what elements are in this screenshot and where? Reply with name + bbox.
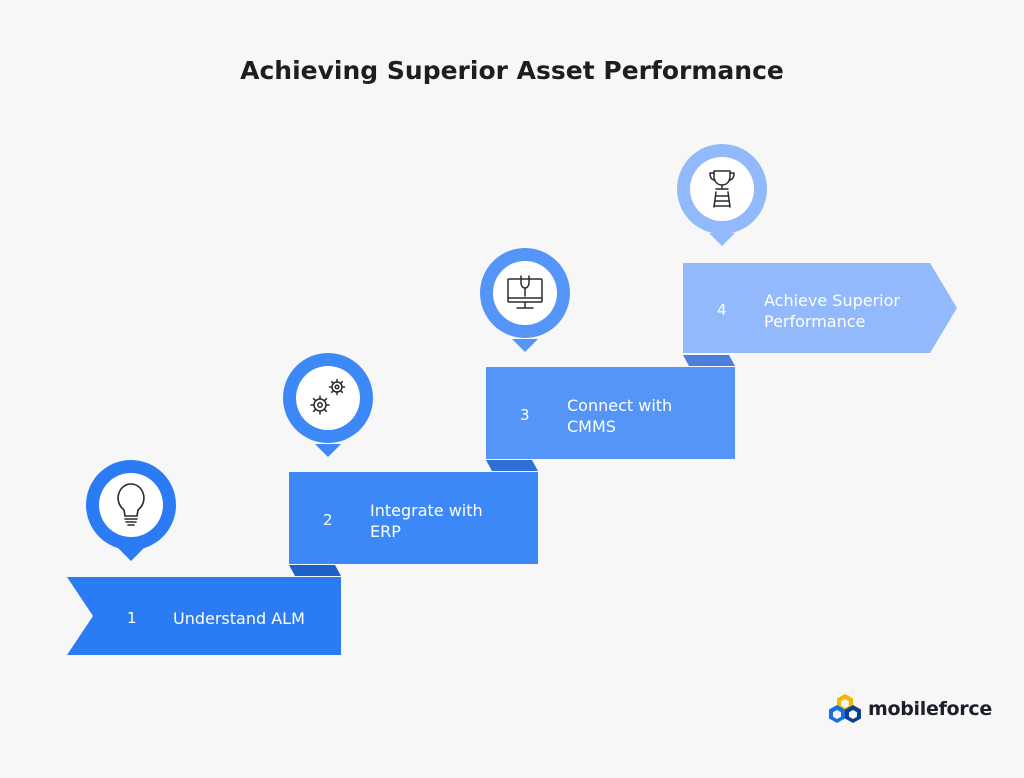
step-4-banner [683,263,957,353]
step-4-number: 4 [717,301,727,319]
step-3-banner [486,367,735,459]
monitor-wrench-icon [507,275,543,309]
step-4-pin [677,144,767,246]
step-3-label: Connect with CMMS [567,396,673,436]
step-3-number: 3 [520,406,530,424]
step-connector-3-4 [683,355,735,366]
step-3-pin [480,248,570,352]
page-title: Achieving Superior Asset Performance [240,56,784,85]
step-connector-2-3 [486,460,538,471]
step-2-number: 2 [323,511,333,529]
step-connector-1-2 [289,565,341,576]
mobileforce-logo-icon [829,694,861,723]
gears-icon [310,378,346,415]
step-4-label: Achieve Superior Performance [764,291,900,331]
brand-logo: mobileforce [828,692,992,726]
step-2-banner [289,472,538,564]
step-1-banner [67,577,341,655]
brand-name: mobileforce [868,698,992,720]
step-2-pin [283,353,373,457]
step-2-label: Integrate with ERP [370,501,483,541]
trophy-ladder-icon [709,170,735,208]
step-1-pin [86,460,176,561]
step-1-number: 1 [127,609,137,627]
lightbulb-icon [117,483,145,526]
step-1-label: Understand ALM [173,609,305,628]
